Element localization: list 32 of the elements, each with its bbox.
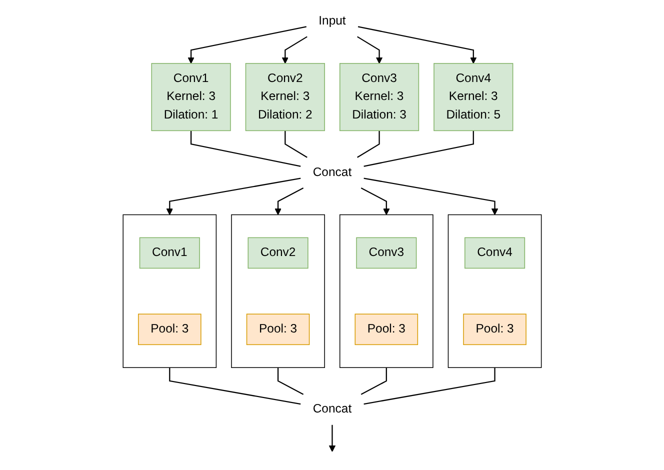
arrow <box>277 368 304 395</box>
arrow <box>356 130 380 158</box>
node-box: Conv4 <box>464 237 525 269</box>
node-box: Pool: 3 <box>246 314 310 346</box>
cluster <box>339 214 434 368</box>
cluster <box>448 214 542 368</box>
arrow <box>284 130 308 158</box>
node-box: Pool: 3 <box>138 314 202 346</box>
arrow <box>356 36 382 64</box>
node-box: Conv3 <box>356 237 416 269</box>
arrow <box>358 26 477 64</box>
arrow <box>360 368 387 395</box>
node-text: Concat <box>312 166 352 179</box>
arrow <box>364 178 498 216</box>
arrow <box>166 178 300 216</box>
node-box: Conv3 Kernel: 3 Dilation: 3 <box>339 63 419 132</box>
arrow <box>360 187 390 216</box>
node-box: Conv1 Kernel: 3 Dilation: 1 <box>151 63 231 132</box>
node-text: Concat <box>312 402 352 416</box>
node-box: Conv1 <box>139 237 200 269</box>
arrow <box>187 26 306 64</box>
node-box: Conv4 Kernel: 3 Dilation: 5 <box>433 63 513 132</box>
node-box: Conv2 <box>248 237 308 269</box>
node-box: Pool: 3 <box>354 314 418 346</box>
cluster <box>230 214 325 368</box>
cluster <box>122 214 216 368</box>
arrow <box>328 424 336 452</box>
node-box: Pool: 3 <box>462 314 526 346</box>
node-text: Input <box>318 14 346 28</box>
arrow <box>274 187 304 216</box>
arrow <box>282 36 308 64</box>
node-box: Conv2 Kernel: 3 Dilation: 2 <box>245 63 325 132</box>
